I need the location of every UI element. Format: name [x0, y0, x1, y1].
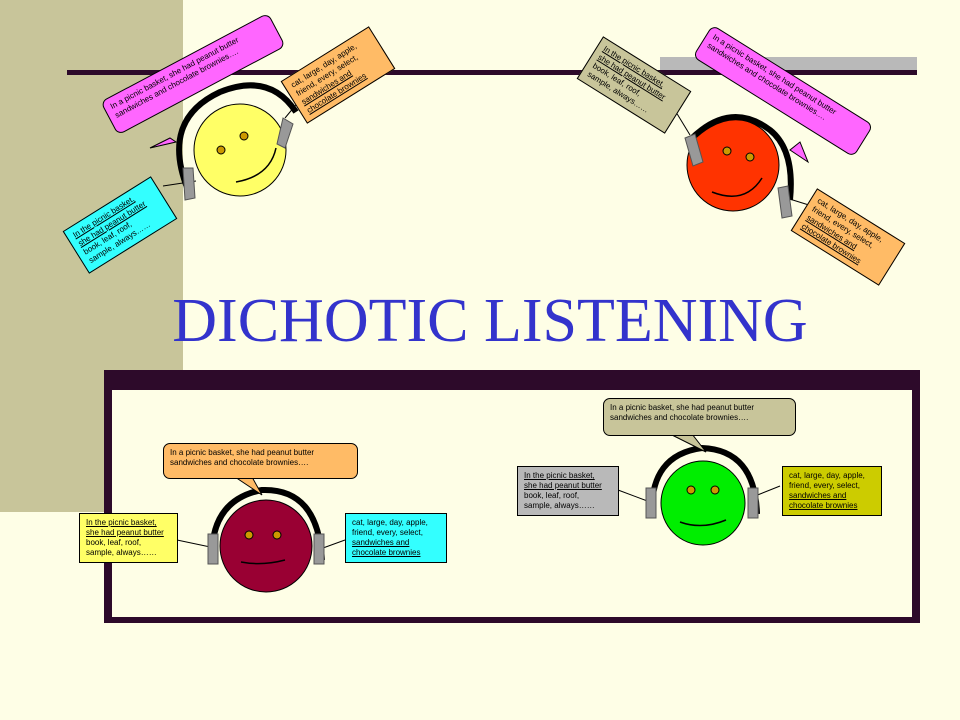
- page-title: DICHOTIC LISTENING: [172, 287, 808, 355]
- left-ear-box-bottom-right: In the picnic basket,she had peanut butt…: [517, 466, 619, 516]
- face-bottom-right: [617, 444, 781, 546]
- headphone-left-icon: [207, 533, 219, 565]
- right-ear-box-bottom-right: cat, large, day, apple,friend, every, se…: [782, 466, 882, 516]
- eye-icon: [745, 152, 755, 162]
- cable-left-top-right: [675, 111, 691, 136]
- right-ear-box-line: friend, every, select,: [352, 528, 423, 537]
- right-ear-box-line: friend, every, select,: [789, 481, 860, 490]
- left-ear-box-line: sample, always……: [86, 548, 157, 557]
- face-top-right: [675, 111, 813, 219]
- left-ear-box-line: In the picnic basket,: [524, 471, 595, 480]
- attended-bubble-line: In a picnic basket, she had peanut butte…: [170, 448, 315, 457]
- eye-icon: [272, 530, 282, 540]
- headphone-band-icon: [687, 114, 794, 201]
- headphone-right-icon: [276, 117, 294, 149]
- smile-icon: [240, 559, 286, 565]
- eye-icon: [722, 146, 732, 156]
- left-ear-box-line: In the picnic basket,: [86, 518, 157, 527]
- face-circle-bottom-left: [219, 499, 313, 593]
- headphone-left-icon: [684, 133, 704, 167]
- cable-left-bottom-right: [617, 489, 651, 503]
- cable-right-bottom-right: [754, 485, 781, 497]
- left-ear-box-line: book, leaf, roof,: [86, 538, 142, 547]
- left-ear-box-bottom-left: In the picnic basket,she had peanut butt…: [79, 513, 178, 563]
- eye-icon: [239, 131, 249, 141]
- bubble-tail-top-left: [149, 137, 178, 149]
- headphone-right-icon: [747, 487, 759, 519]
- cable-right-bottom-left: [322, 539, 346, 549]
- eye-icon: [710, 485, 720, 495]
- eye-icon: [244, 530, 254, 540]
- top-divider-line: [67, 70, 917, 75]
- right-ear-box-line: sandwiches and: [789, 491, 847, 500]
- attended-bubble-line: sandwiches and chocolate brownies….: [610, 413, 749, 422]
- headphone-band-icon: [208, 486, 325, 561]
- right-ear-box-line: cat, large, day, apple,: [789, 471, 865, 480]
- headphone-right-icon: [313, 533, 325, 565]
- left-ear-box-line: sample, always……: [524, 501, 595, 510]
- right-ear-box-line: chocolate brownies: [352, 548, 421, 557]
- attended-bubble-line: sandwiches and chocolate brownies….: [170, 458, 309, 467]
- attended-bubble-bottom-right: In a picnic basket, she had peanut butte…: [603, 398, 796, 436]
- left-ear-box-line: she had peanut butter: [524, 481, 602, 490]
- left-ear-box-line: she had peanut butter: [86, 528, 164, 537]
- left-ear-box-line: book, leaf, roof,: [524, 491, 580, 500]
- headphone-left-icon: [645, 487, 657, 519]
- smile-icon: [679, 519, 727, 527]
- right-ear-box-line: sandwiches and: [352, 538, 410, 547]
- face-bottom-left: [176, 486, 346, 593]
- headphone-right-icon: [777, 185, 793, 219]
- attended-bubble-bottom-left: In a picnic basket, she had peanut butte…: [163, 443, 358, 479]
- smile-icon: [235, 147, 277, 183]
- right-ear-box-line: chocolate brownies: [789, 501, 858, 510]
- right-ear-box-line: cat, large, day, apple,: [352, 518, 428, 527]
- attended-bubble-line: In a picnic basket, she had peanut butte…: [610, 403, 755, 412]
- headphone-left-icon: [182, 167, 196, 201]
- right-ear-box-bottom-left: cat, large, day, apple,friend, every, se…: [345, 513, 447, 563]
- smile-icon: [711, 177, 763, 197]
- face-circle-top-left: [193, 103, 287, 197]
- bubble-tail-top-right: [789, 141, 810, 164]
- face-circle-bottom-right: [660, 460, 746, 546]
- eye-icon: [216, 145, 226, 155]
- headphone-band-icon: [176, 82, 299, 192]
- face-top-left: [162, 82, 301, 201]
- eye-icon: [686, 485, 696, 495]
